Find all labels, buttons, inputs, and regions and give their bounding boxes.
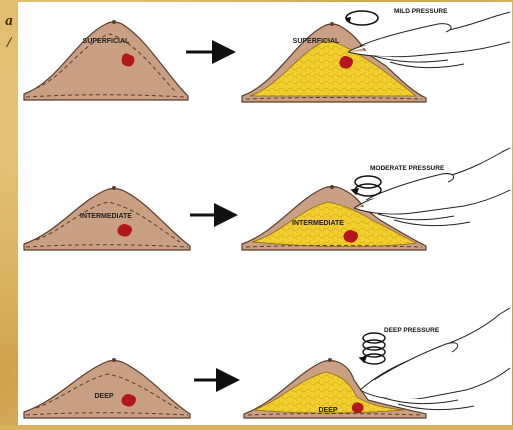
row-superficial: SUPERFICIAL SUPERFICIAL <box>24 8 510 102</box>
tissue-outline <box>24 22 188 100</box>
hand-deep <box>360 308 510 410</box>
edge-glyph-2: / <box>0 32 18 54</box>
breast-before-deep: DEEP <box>24 358 190 418</box>
row-deep: DEEP DEEP <box>24 308 510 418</box>
depth-label-after: SUPERFICIAL <box>293 38 340 45</box>
pressure-label: MODERATE PRESSURE <box>370 165 445 172</box>
depth-label-after: INTERMEDIATE <box>292 220 344 227</box>
row-intermediate: INTERMEDIATE INTERMEDIATE <box>24 148 510 250</box>
breast-palpation-diagram: SUPERFICIAL SUPERFICIAL <box>18 2 512 425</box>
nipple-marker <box>330 185 334 189</box>
pressure-label: MILD PRESSURE <box>394 8 448 15</box>
diagram-panel: SUPERFICIAL SUPERFICIAL <box>18 2 512 425</box>
depth-label-after: DEEP <box>318 407 337 414</box>
breast-before-intermediate: INTERMEDIATE <box>24 186 190 250</box>
depth-label-before: INTERMEDIATE <box>80 213 132 220</box>
nipple-marker <box>330 22 334 26</box>
nipple-marker <box>112 20 116 24</box>
tissue-outline <box>24 361 190 419</box>
pressure-indicator-moderate <box>352 176 381 196</box>
pressure-label: DEEP PRESSURE <box>384 327 440 334</box>
nipple-marker <box>112 358 116 362</box>
depth-label-before: DEEP <box>94 393 113 400</box>
fat-layer <box>250 40 416 96</box>
nipple-marker <box>112 186 116 190</box>
pressure-indicator-deep <box>360 333 385 364</box>
depth-label-before: SUPERFICIAL <box>83 38 130 45</box>
breast-before-superficial: SUPERFICIAL <box>24 20 188 100</box>
nipple-marker <box>328 358 332 362</box>
edge-glyph-1: a <box>0 10 18 32</box>
edge-text: a / <box>0 10 18 54</box>
pressure-indicator-mild <box>345 11 378 25</box>
